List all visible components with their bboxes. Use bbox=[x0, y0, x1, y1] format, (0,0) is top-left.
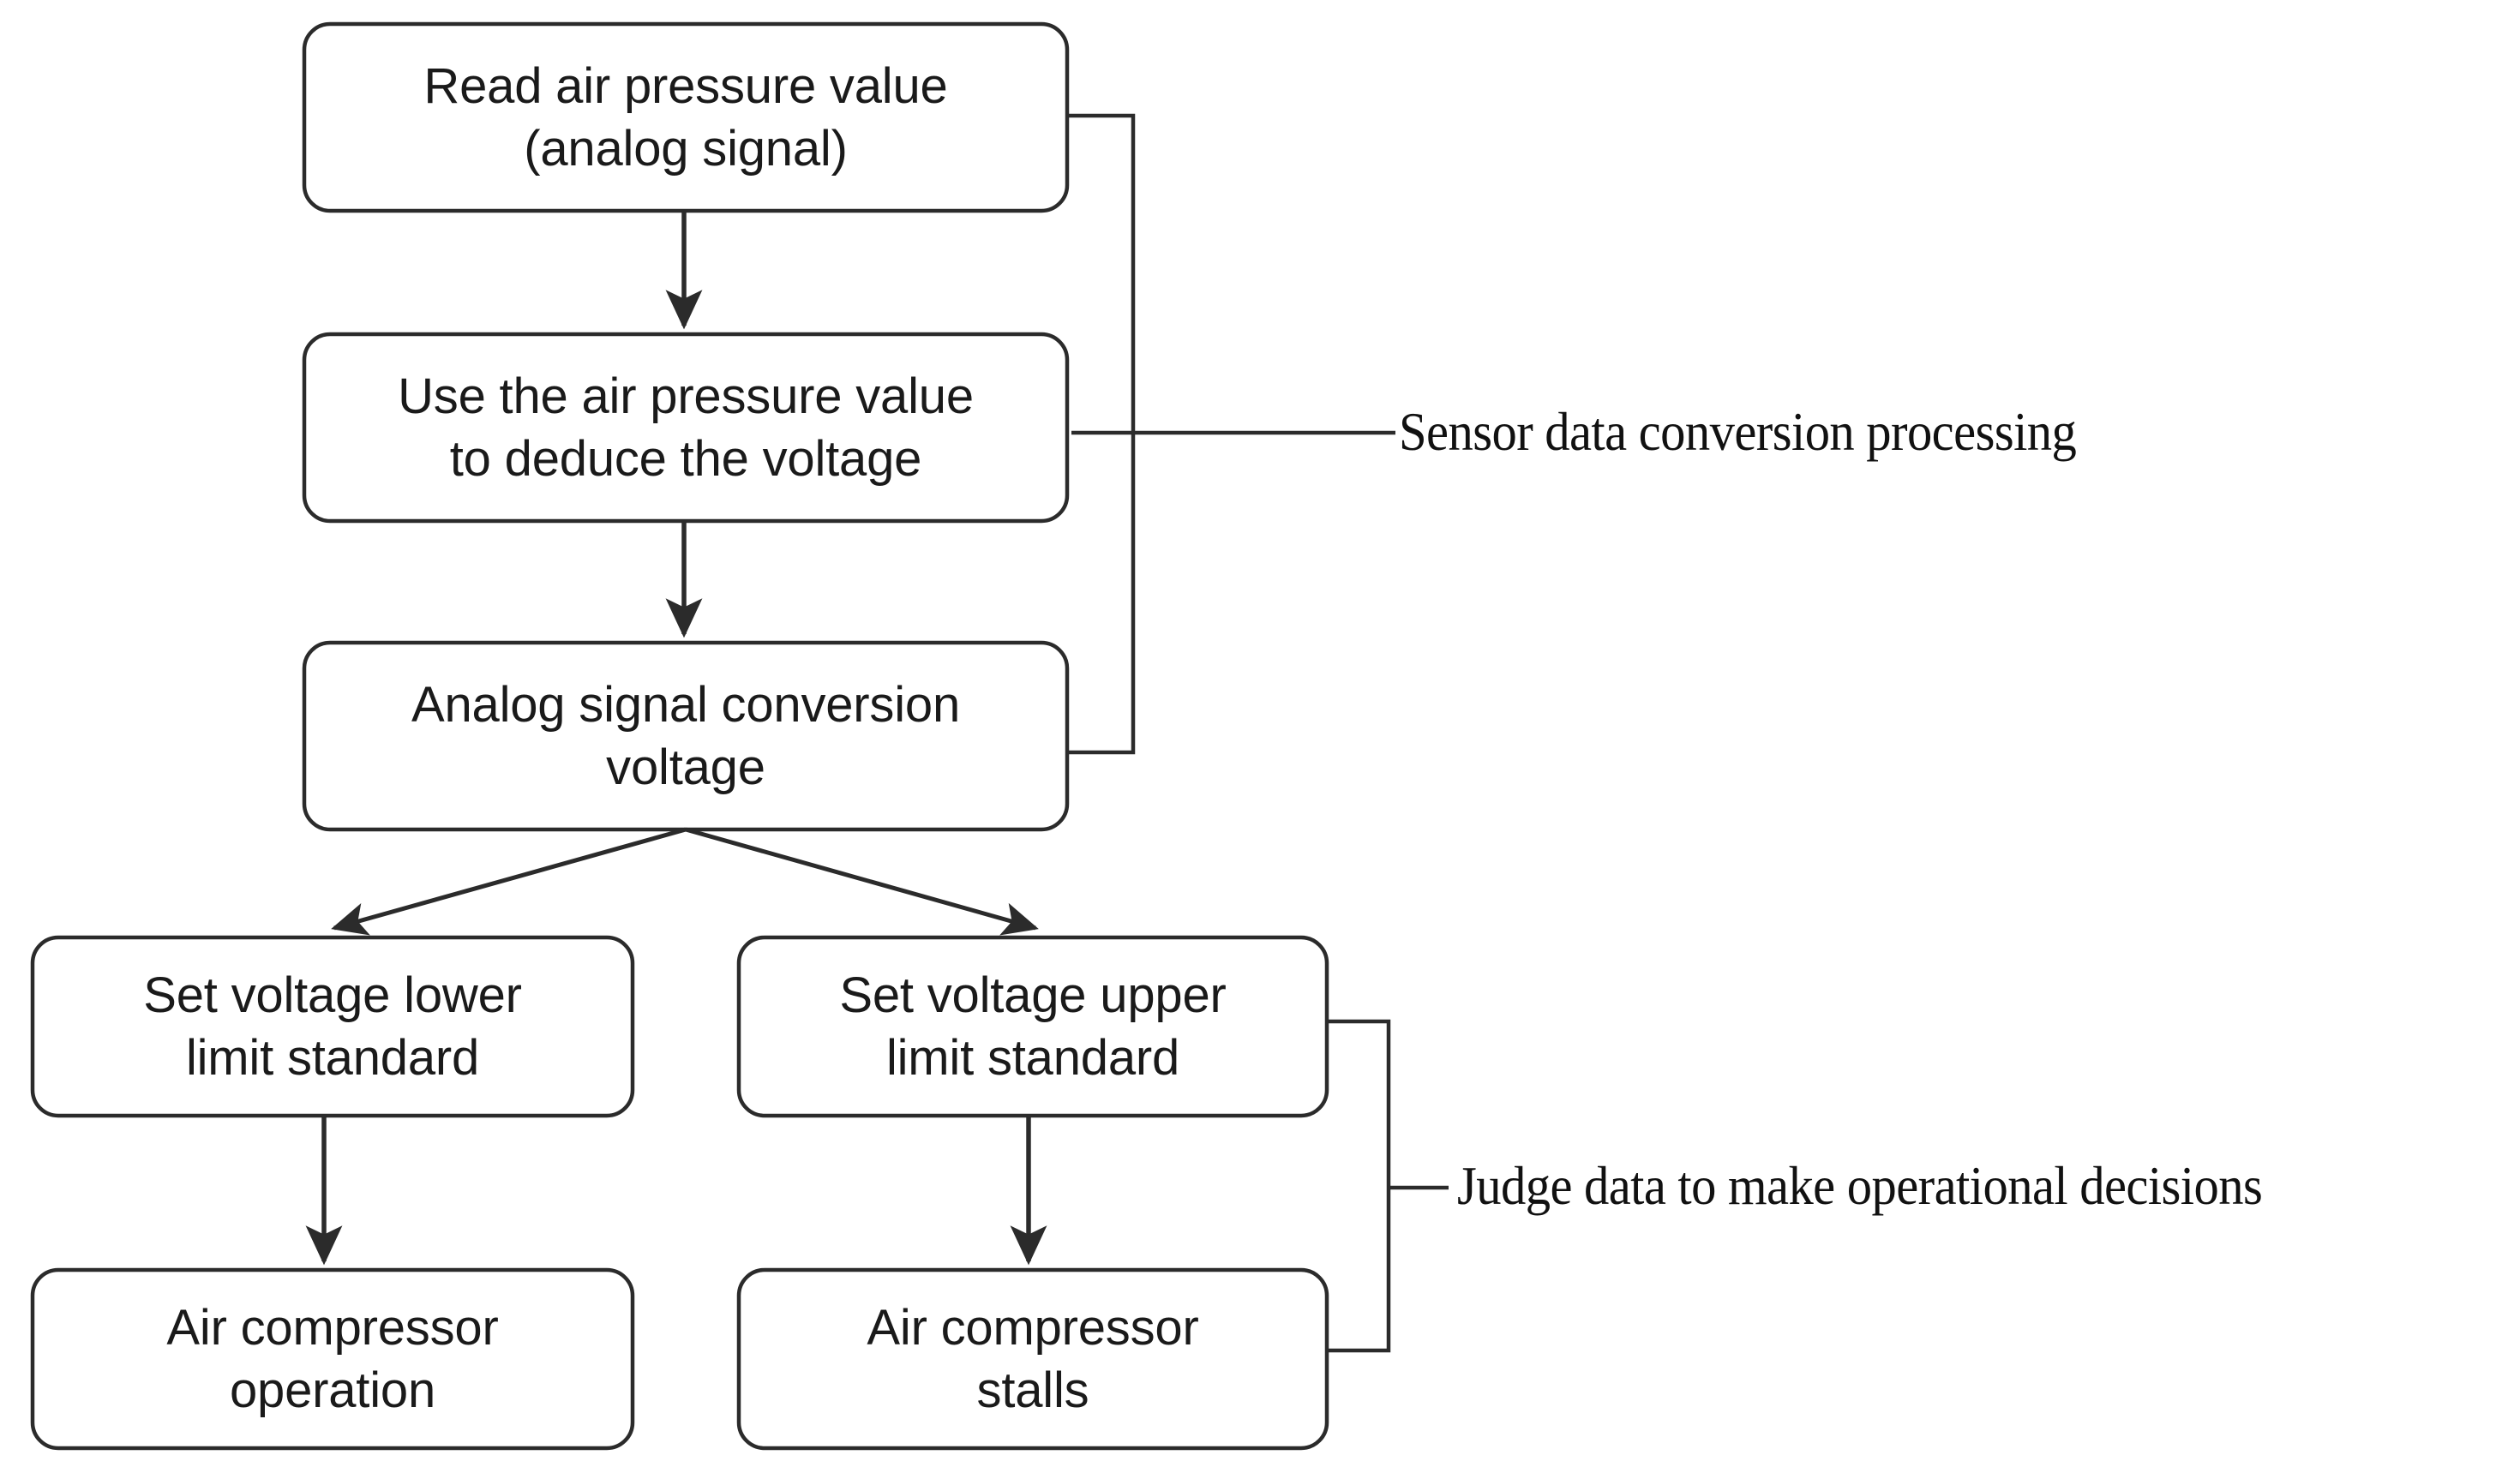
node-read-air-pressure[interactable] bbox=[304, 24, 1067, 211]
node-air-compressor-operation[interactable] bbox=[33, 1270, 633, 1448]
node-set-voltage-upper-limit[interactable] bbox=[739, 937, 1327, 1116]
edge-analog-to-upper bbox=[685, 827, 1039, 936]
node-analog-conversion-voltage[interactable] bbox=[304, 643, 1067, 829]
bracket-lower bbox=[1327, 1019, 1391, 1353]
node-box-air-compressor-operation bbox=[30, 1267, 635, 1451]
group-label-sensor-data-conversion-processing: Sensor data conversion processing bbox=[1399, 402, 2077, 462]
node-box-air-compressor-stalls bbox=[736, 1267, 1329, 1451]
node-air-compressor-stalls[interactable] bbox=[739, 1270, 1327, 1448]
node-box-set-voltage-lower-limit bbox=[30, 935, 635, 1118]
node-set-voltage-lower-limit[interactable] bbox=[33, 937, 633, 1116]
group-label-judge-data-operational-decisions: Judge data to make operational decisions bbox=[1457, 1156, 2263, 1216]
node-deduce-voltage[interactable] bbox=[304, 334, 1067, 521]
node-box-set-voltage-upper-limit bbox=[736, 935, 1329, 1118]
edge-analog-to-lower bbox=[331, 827, 687, 936]
